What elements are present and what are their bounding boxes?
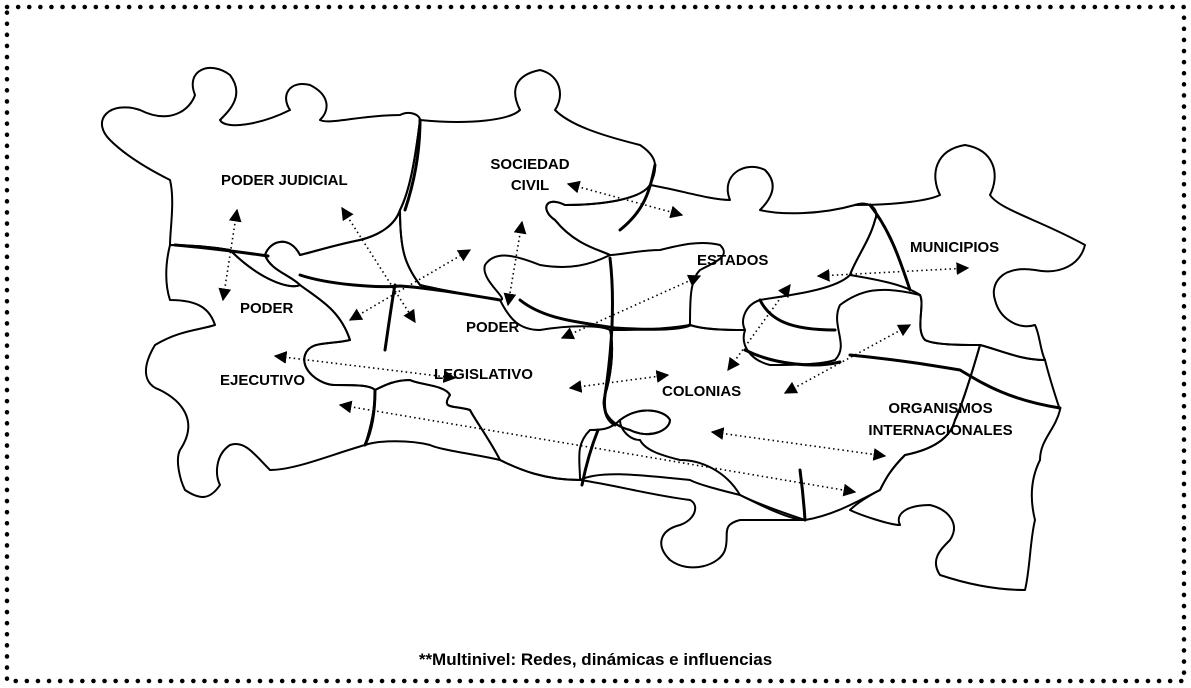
label-ejecutivo: EJECUTIVO xyxy=(220,372,306,389)
label-estados: ESTADOS xyxy=(697,252,769,269)
puzzle-piece-municipios xyxy=(849,144,1086,361)
diagram-caption: **Multinivel: Redes, dinámicas e influen… xyxy=(418,650,773,669)
seam-3 xyxy=(383,283,397,352)
seam-13 xyxy=(403,118,422,212)
arrow-ejecutivo-legislativo xyxy=(273,351,457,383)
seam-1 xyxy=(173,243,270,258)
arrow-judicial-ejecutivo xyxy=(218,208,242,302)
arrow-estados-municipios xyxy=(816,262,970,282)
seam-11 xyxy=(758,298,837,332)
seam-2 xyxy=(298,273,502,302)
puzzle-piece-legislativo xyxy=(264,209,671,481)
arrow-estados-colonias xyxy=(727,283,791,372)
seam-14 xyxy=(618,163,657,232)
dotted-border xyxy=(4,4,1187,684)
arrow-judicial-legislativo xyxy=(341,206,416,324)
arrow-legislativo-colonias xyxy=(568,370,670,393)
label-internacionales: INTERNACIONALES xyxy=(868,422,1013,439)
label-legislativo: LEGISLATIVO xyxy=(434,366,533,383)
label-civil: CIVIL xyxy=(510,177,550,194)
arrow-colonias-organismos xyxy=(710,427,887,461)
label-poder-legislativo-1: PODER xyxy=(466,319,520,336)
label-poder-ejecutivo-1: PODER xyxy=(240,300,294,317)
arrow-sociedad-estados xyxy=(566,180,684,219)
seam-8 xyxy=(602,256,617,427)
arrow-ejecutivo-bottom xyxy=(338,400,857,497)
label-poder-judicial: PODER JUDICIAL xyxy=(221,172,348,189)
label-municipios: MUNICIPIOS xyxy=(910,239,1000,256)
label-sociedad: SOCIEDAD xyxy=(490,156,570,173)
arrow-colonias-municipios xyxy=(783,324,912,394)
arrow-legislativo-estados xyxy=(560,274,702,340)
puzzle-piece-organismos xyxy=(849,344,1061,591)
label-organismos: ORGANISMOS xyxy=(888,400,993,417)
seam-10 xyxy=(798,468,807,522)
seam-4 xyxy=(518,298,692,331)
arrow-sociedad-legislativo xyxy=(503,220,527,307)
label-colonias: COLONIAS xyxy=(662,383,742,400)
seam-7 xyxy=(363,388,377,447)
